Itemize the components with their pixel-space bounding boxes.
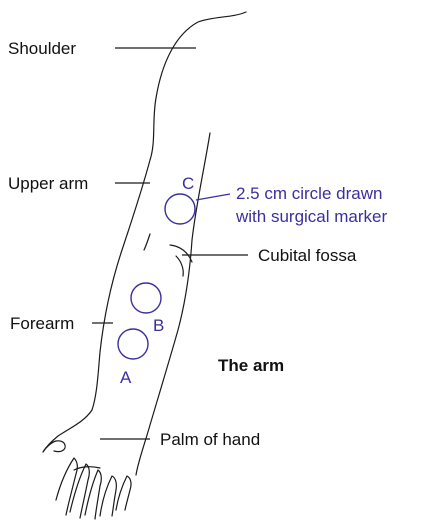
site-label-a: A [120,368,132,387]
arm-outer-contour [43,12,246,452]
leader-lines [92,48,248,439]
crease-left [144,234,150,250]
annotation-line-2: with surgical marker [235,207,387,226]
arm-outline [43,12,246,475]
annotation-leader [196,194,230,200]
thumb-outline [43,441,65,452]
site-b-circle [131,283,161,313]
finger-3 [85,470,101,519]
finger-1 [56,458,77,515]
finger-5 [116,476,131,510]
crease-arc [170,245,192,262]
annotation-line-1: 2.5 cm circle drawn [236,184,382,203]
label-forearm: Forearm [10,314,74,333]
finger-4 [100,476,116,516]
label-upper-arm: Upper arm [8,174,88,193]
site-a-circle [118,329,148,359]
arm-inner-contour [136,133,210,475]
diagram-title: The arm [218,356,284,375]
site-label-c: C [182,174,194,193]
text-labels: Shoulder Upper arm Cubital fossa Forearm… [8,39,387,449]
label-cubital-fossa: Cubital fossa [258,246,357,265]
hand-fingers [56,458,131,519]
site-c-circle [165,194,195,224]
label-palm-of-hand: Palm of hand [160,430,260,449]
label-shoulder: Shoulder [8,39,76,58]
crease-inner [176,256,183,276]
site-label-b: B [153,316,164,335]
